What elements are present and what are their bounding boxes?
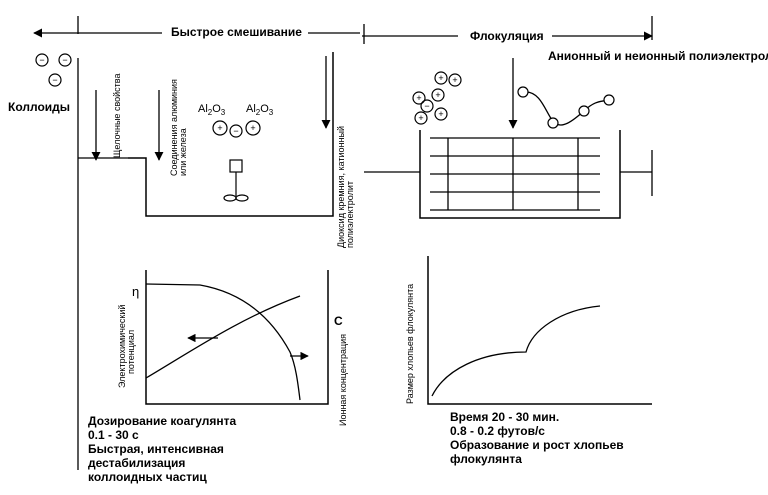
svg-text:+: + — [217, 123, 222, 133]
floc-size-curve — [431, 305, 601, 397]
eta-symbol: η — [132, 284, 139, 299]
aluminium-label-1: Соединения алюминия — [169, 79, 179, 176]
concentration-curve — [145, 295, 301, 379]
svg-text:−: − — [62, 55, 67, 65]
svg-text:+: + — [250, 123, 255, 133]
rapid-mix-tank — [128, 52, 334, 217]
svg-text:Al2O3: Al2O3 — [246, 103, 274, 117]
left-ylabel-2: потенциал — [126, 330, 136, 374]
silica-label-2: полиэлектролит — [345, 181, 355, 248]
al2o3-label-left: Al2O3 — [198, 103, 226, 117]
anionic-poly-label: Анионный и неионный полиэлектролит — [548, 49, 768, 63]
svg-text:+: + — [438, 109, 443, 119]
svg-text:−: − — [39, 55, 44, 65]
left-caption: Дозирование коагулянта 0.1 - 30 с Быстра… — [88, 414, 237, 484]
svg-text:+: + — [452, 75, 457, 85]
svg-text:−: − — [424, 101, 429, 111]
left-ylabel-1: Электрохимический — [117, 305, 127, 388]
svg-text:+: + — [416, 93, 421, 103]
mixer-icon — [223, 159, 249, 202]
left-chart: η C Электрохимический потенциал Ионная к… — [117, 270, 348, 426]
svg-text:−: − — [52, 75, 57, 85]
coagulant-particles: + − + — [212, 120, 261, 138]
aluminium-label-2: или железа — [178, 128, 188, 176]
svg-text:−: − — [233, 126, 238, 136]
header-timeline — [33, 16, 653, 44]
floc-size-label: Размер хлопьев флокулянта — [405, 284, 415, 404]
floc-particles: + + + + − + + — [412, 71, 462, 125]
flocculation-tank — [419, 130, 621, 219]
svg-text:Al2O3: Al2O3 — [198, 103, 226, 117]
rapid-mix-title: Быстрое смешивание — [171, 25, 302, 39]
silica-label-1: Диоксид кремния, катионный — [336, 126, 346, 248]
al2o3-label-right: Al2O3 — [246, 103, 274, 117]
right-caption: Время 20 - 30 мин. 0.8 - 0.2 футов/с Обр… — [450, 410, 624, 466]
right-chart: Размер хлопьев флокулянта — [405, 256, 652, 405]
flocculation-title: Флокуляция — [470, 29, 544, 43]
svg-text:+: + — [418, 113, 423, 123]
polyelectrolyte-chain — [517, 86, 615, 129]
colloids-label: Коллоиды — [8, 100, 70, 114]
c-symbol: C — [334, 314, 343, 328]
colloid-particles: − − − — [35, 53, 72, 87]
svg-text:+: + — [438, 73, 443, 83]
potential-curve — [145, 283, 301, 401]
ion-concentration-label: Ионная концентрация — [338, 334, 348, 426]
alkaline-label: Щелочные свойства — [112, 74, 122, 158]
svg-text:+: + — [435, 90, 440, 100]
